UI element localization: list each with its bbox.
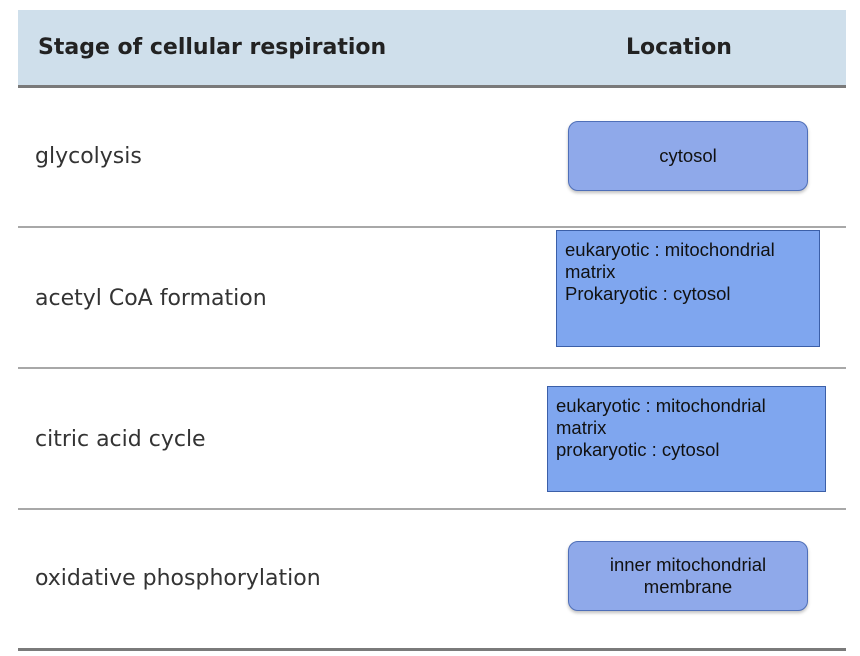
row-divider xyxy=(18,226,846,228)
stage-label-glycolysis: glycolysis xyxy=(35,144,142,169)
location-text: eukaryotic : mitochondrial xyxy=(565,239,775,260)
location-text: eukaryotic : mitochondrial xyxy=(556,395,766,416)
location-box-acetyl-coa-formation[interactable]: eukaryotic : mitochondrial matrix Prokar… xyxy=(556,230,820,347)
row-divider xyxy=(18,508,846,510)
location-text: prokaryotic : cytosol xyxy=(556,439,720,460)
table-header: Stage of cellular respiration Location xyxy=(18,10,846,85)
header-location: Location xyxy=(626,35,732,60)
row-divider xyxy=(18,367,846,369)
stage-label-citric-acid-cycle: citric acid cycle xyxy=(35,427,206,452)
location-text: Prokaryotic : cytosol xyxy=(565,283,731,304)
header-divider xyxy=(18,85,846,88)
location-box-citric-acid-cycle[interactable]: eukaryotic : mitochondrial matrix prokar… xyxy=(547,386,826,492)
table-bottom-border xyxy=(18,648,846,651)
location-text: inner mitochondrial xyxy=(609,554,767,575)
location-text: cytosol xyxy=(659,145,717,166)
stage-label-acetyl-coa-formation: acetyl CoA formation xyxy=(35,286,267,311)
location-box-oxidative-phosphorylation[interactable]: inner mitochondrial membrane xyxy=(568,541,808,611)
location-text: matrix xyxy=(565,261,616,282)
stage-label-oxidative-phosphorylation: oxidative phosphorylation xyxy=(35,566,321,591)
location-text: membrane xyxy=(643,576,733,597)
location-text: matrix xyxy=(556,417,607,438)
header-stage: Stage of cellular respiration xyxy=(38,35,387,60)
location-box-glycolysis[interactable]: cytosol xyxy=(568,121,808,191)
